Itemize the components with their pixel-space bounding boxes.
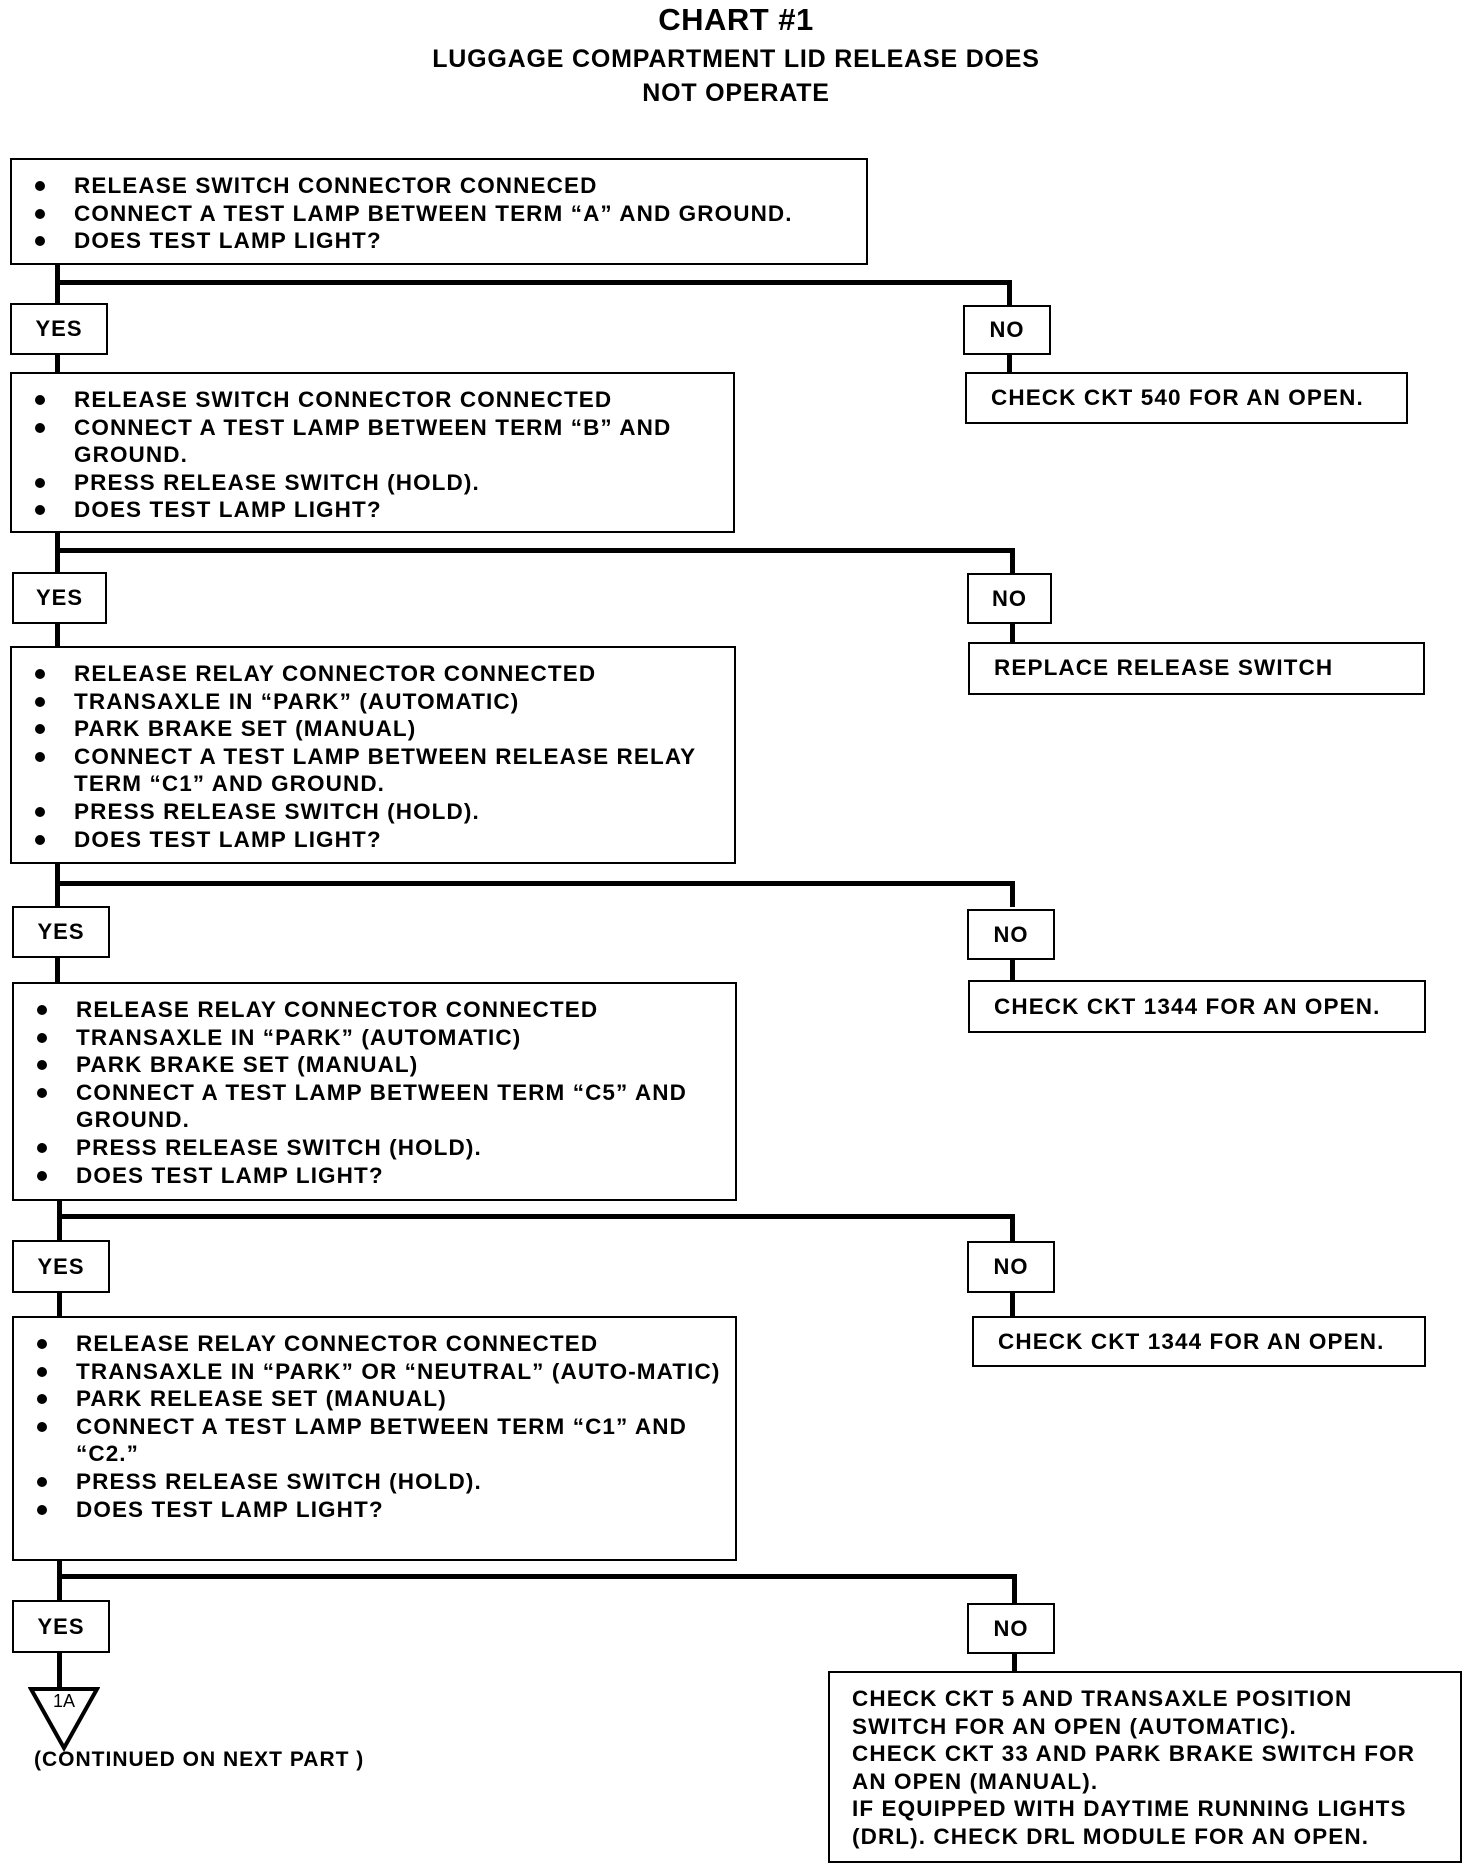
step-2-item: DOES TEST LAMP LIGHT? <box>12 496 733 524</box>
step-2-item: CONNECT A TEST LAMP BETWEEN TERM “B” AND… <box>12 414 733 469</box>
no-result-1-text: CHECK CKT 540 FOR AN OPEN. <box>991 385 1364 410</box>
step-1-box: RELEASE SWITCH CONNECTOR CONNECED CONNEC… <box>10 158 868 265</box>
connector-line <box>55 532 60 574</box>
step-4-item: PRESS RELEASE SWITCH (HOLD). <box>14 1134 735 1162</box>
step-4-item: RELEASE RELAY CONNECTOR CONNECTED <box>14 996 735 1024</box>
yes-label: YES <box>10 303 108 355</box>
connector-line <box>57 1200 62 1242</box>
connector-line <box>55 623 60 647</box>
yes-label: YES <box>12 1240 110 1293</box>
connector-line <box>1007 354 1012 374</box>
step-2-box: RELEASE SWITCH CONNECTOR CONNECTED CONNE… <box>10 372 735 533</box>
connector-line <box>1012 1653 1017 1673</box>
step-5-item: CONNECT A TEST LAMP BETWEEN TERM “C1” AN… <box>14 1413 735 1468</box>
connector-line <box>57 1292 62 1318</box>
no-result-5: CHECK CKT 5 AND TRANSAXLE POSITION SWITC… <box>828 1671 1462 1863</box>
connector-line <box>1012 1574 1017 1604</box>
chart-title: CHART #1 <box>658 2 814 37</box>
no-result-3: CHECK CKT 1344 FOR AN OPEN. <box>968 980 1426 1033</box>
no-result-5-line: CHECK CKT 33 AND PARK BRAKE SWITCH FOR A… <box>852 1741 1416 1794</box>
step-3-item: RELEASE RELAY CONNECTOR CONNECTED <box>12 660 734 688</box>
step-3-item: DOES TEST LAMP LIGHT? <box>12 826 734 854</box>
no-result-4-text: CHECK CKT 1344 FOR AN OPEN. <box>998 1329 1385 1354</box>
step-2-item: PRESS RELEASE SWITCH (HOLD). <box>12 469 733 497</box>
branch-line <box>55 280 1012 285</box>
connector-line <box>1010 548 1015 574</box>
step-4-item: CONNECT A TEST LAMP BETWEEN TERM “C5” AN… <box>14 1079 735 1134</box>
branch-line <box>55 881 1015 886</box>
connector-line <box>1010 623 1015 644</box>
no-label: NO <box>963 305 1051 355</box>
step-4-item: TRANSAXLE IN “PARK” (AUTOMATIC) <box>14 1024 735 1052</box>
branch-line <box>57 1574 1017 1579</box>
no-label: NO <box>967 1241 1055 1293</box>
connector-line <box>1010 881 1015 907</box>
no-result-2-text: REPLACE RELEASE SWITCH <box>994 655 1334 680</box>
chart-subtitle: LUGGAGE COMPARTMENT LID RELEASE DOES NOT… <box>0 42 1472 110</box>
no-result-5-line: IF EQUIPPED WITH DAYTIME RUNNING LIGHTS … <box>852 1796 1407 1849</box>
yes-label: YES <box>12 1600 110 1653</box>
no-result-5-line: CHECK CKT 5 AND TRANSAXLE POSITION SWITC… <box>852 1686 1353 1739</box>
step-4-box: RELEASE RELAY CONNECTOR CONNECTED TRANSA… <box>12 982 737 1201</box>
off-page-connector-triangle <box>28 1687 100 1752</box>
connector-line <box>55 264 60 306</box>
branch-line <box>57 1214 1015 1219</box>
step-5-item: PRESS RELEASE SWITCH (HOLD). <box>14 1468 735 1496</box>
step-3-box: RELEASE RELAY CONNECTOR CONNECTED TRANSA… <box>10 646 736 864</box>
branch-line <box>55 548 1015 553</box>
no-label: NO <box>967 1603 1055 1654</box>
connector-label: 1A <box>52 1691 76 1711</box>
no-result-2: REPLACE RELEASE SWITCH <box>968 642 1425 695</box>
step-4-item: PARK BRAKE SET (MANUAL) <box>14 1051 735 1079</box>
step-4-item: DOES TEST LAMP LIGHT? <box>14 1162 735 1190</box>
step-2-item: RELEASE SWITCH CONNECTOR CONNECTED <box>12 386 733 414</box>
connector-line <box>55 354 60 374</box>
connector-line <box>55 957 60 983</box>
step-3-item: CONNECT A TEST LAMP BETWEEN RELEASE RELA… <box>12 743 734 798</box>
step-5-item: DOES TEST LAMP LIGHT? <box>14 1496 735 1524</box>
step-5-item: PARK RELEASE SET (MANUAL) <box>14 1385 735 1413</box>
connector-line <box>1007 280 1012 306</box>
no-label: NO <box>967 573 1052 624</box>
continued-note: (CONTINUED ON NEXT PART ) <box>34 1748 365 1771</box>
connector-line <box>1010 1292 1015 1318</box>
step-5-item: TRANSAXLE IN “PARK” OR “NEUTRAL” (AUTO-M… <box>14 1358 735 1386</box>
step-1-item: CONNECT A TEST LAMP BETWEEN TERM “A” AND… <box>12 200 866 228</box>
step-1-item: DOES TEST LAMP LIGHT? <box>12 227 866 255</box>
step-3-item: PARK BRAKE SET (MANUAL) <box>12 715 734 743</box>
subtitle-line-1: LUGGAGE COMPARTMENT LID RELEASE DOES <box>432 45 1040 73</box>
connector-line <box>1010 959 1015 983</box>
no-result-1: CHECK CKT 540 FOR AN OPEN. <box>965 372 1408 424</box>
no-label: NO <box>967 909 1055 960</box>
connector-line <box>57 1652 62 1690</box>
yes-label: YES <box>12 906 110 958</box>
connector-line <box>1010 1214 1015 1242</box>
subtitle-line-2: NOT OPERATE <box>642 79 830 107</box>
yes-label: YES <box>12 572 107 624</box>
no-result-3-text: CHECK CKT 1344 FOR AN OPEN. <box>994 994 1381 1019</box>
step-5-item: RELEASE RELAY CONNECTOR CONNECTED <box>14 1330 735 1358</box>
step-5-box: RELEASE RELAY CONNECTOR CONNECTED TRANSA… <box>12 1316 737 1561</box>
connector-line <box>57 1560 62 1602</box>
step-3-item: TRANSAXLE IN “PARK” (AUTOMATIC) <box>12 688 734 716</box>
step-3-item: PRESS RELEASE SWITCH (HOLD). <box>12 798 734 826</box>
no-result-4: CHECK CKT 1344 FOR AN OPEN. <box>972 1316 1426 1367</box>
step-1-item: RELEASE SWITCH CONNECTOR CONNECED <box>12 172 866 200</box>
